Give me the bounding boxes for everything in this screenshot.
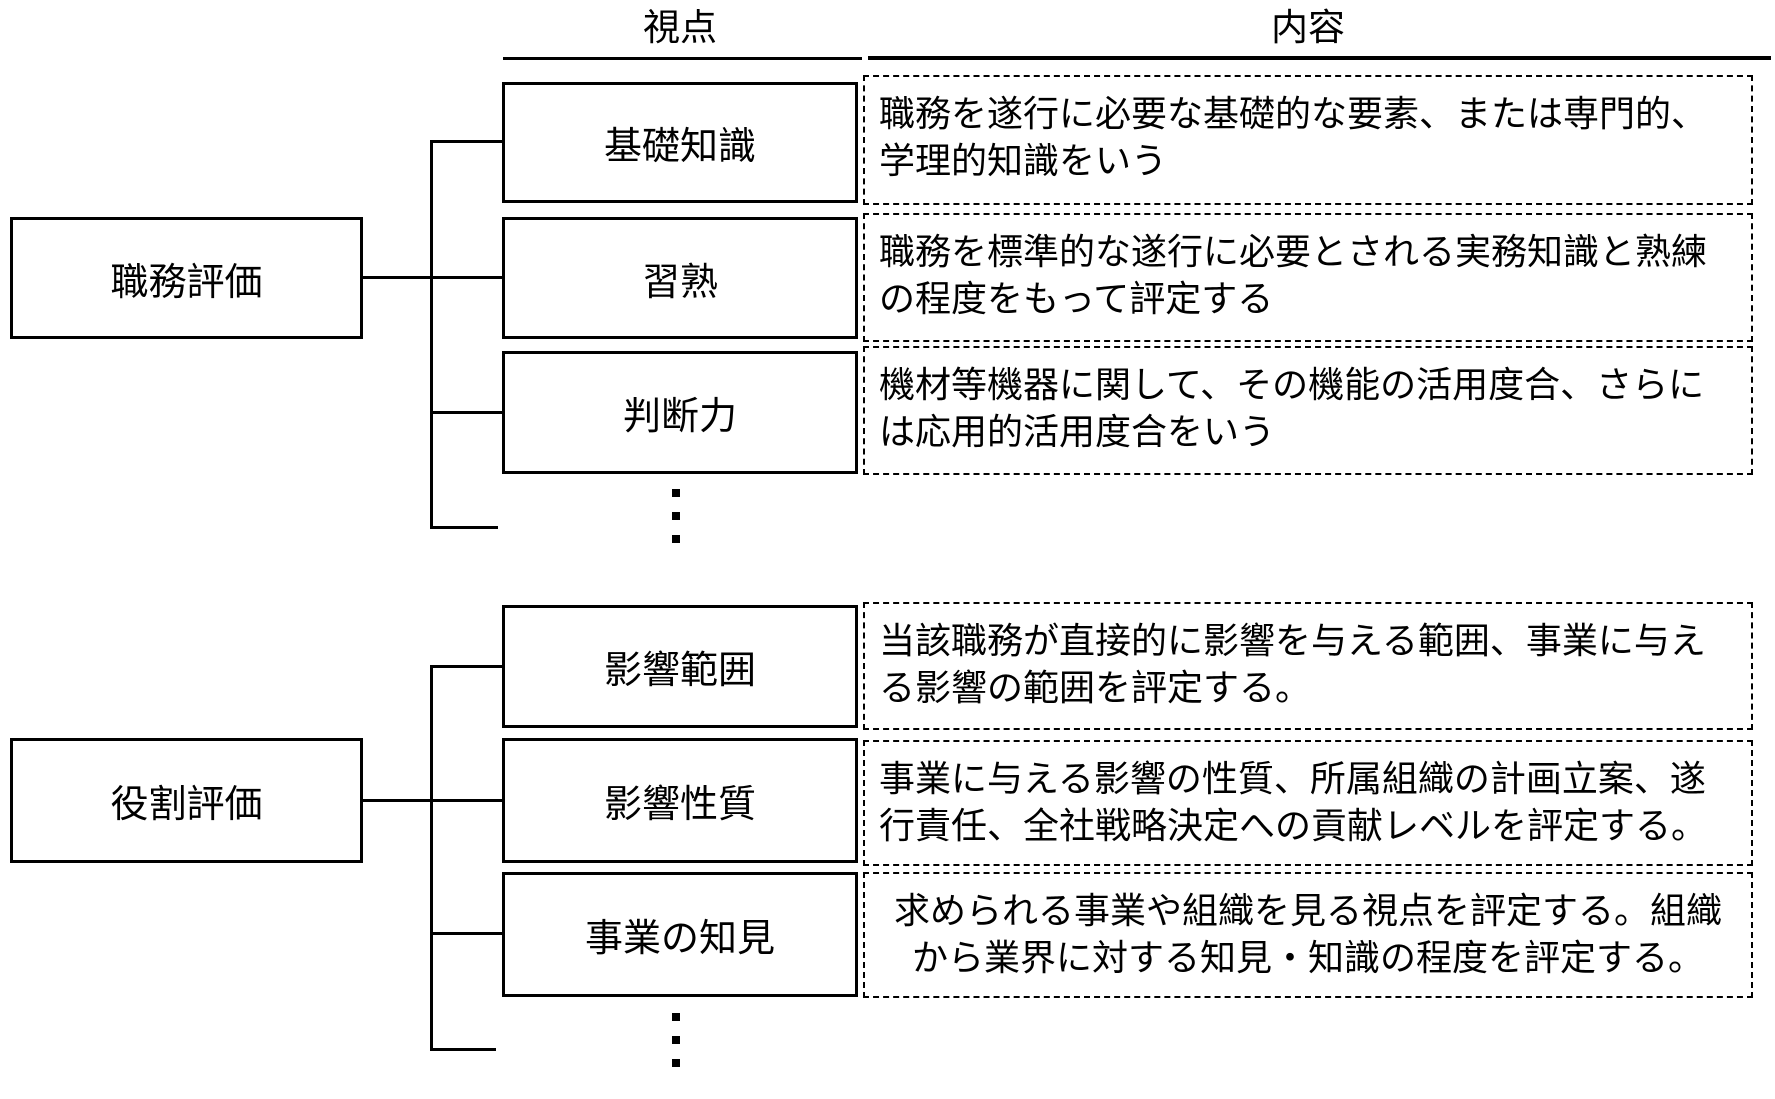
viewpoint-label: 基礎知識 [603, 126, 756, 168]
content-column-header: 内容 [1271, 7, 1345, 48]
content-box-business-insight: 求められる事業や組織を見る視点を評定する。組織 から業界に対する知見・知識の程度… [863, 872, 1753, 998]
role-evaluation-root-box: 役割評価 [10, 738, 363, 863]
viewpoint-column-header: 視点 [643, 7, 717, 48]
viewpoint-box-proficiency: 習熟 [502, 217, 858, 339]
content-box-judgment: 機材等機器に関して、その機能の活用度合、さらに は応用的活用度合をいう [863, 346, 1753, 475]
role-evaluation-label: 役割評価 [110, 784, 263, 826]
viewpoint-label: 習熟 [641, 261, 718, 304]
content-box-impact-nature: 事業に与える影響の性質、所属組織の計画立案、遂 行責任、全社戦略決定への貢献レベ… [863, 740, 1753, 866]
connector-branch-proficiency [363, 276, 502, 279]
ellipsis-dot [672, 489, 680, 497]
job-evaluation-root-box: 職務評価 [10, 217, 363, 339]
viewpoint-label: 事業の知見 [584, 918, 775, 960]
ellipsis-dot [672, 512, 680, 520]
content-box-basic-knowledge: 職務を遂行に必要な基礎的な要素、または専門的、 学理的知識をいう [863, 75, 1753, 205]
viewpoint-header-underline [503, 57, 862, 60]
connector-branch-judgment [430, 411, 502, 414]
connector-branch-ellipsis-top [430, 526, 498, 529]
viewpoint-label: 影響範囲 [603, 650, 756, 692]
ellipsis-dot [672, 535, 680, 543]
connector-branch-business-insight [430, 932, 502, 935]
connector-branch-basic-knowledge [430, 140, 502, 143]
viewpoint-label: 判断力 [622, 396, 737, 438]
viewpoint-box-impact-scope: 影響範囲 [502, 605, 858, 728]
viewpoint-box-business-insight: 事業の知見 [502, 872, 858, 997]
content-header-underline [868, 56, 1771, 60]
connector-branch-ellipsis-bottom [430, 1048, 496, 1051]
viewpoint-box-basic-knowledge: 基礎知識 [502, 82, 858, 203]
connector-branch-impact-nature [363, 799, 502, 802]
vertical-ellipsis-icon [672, 489, 680, 543]
ellipsis-dot [672, 1036, 680, 1044]
connector-trunk-bottom-section [430, 666, 433, 1051]
ellipsis-dot [672, 1059, 680, 1067]
content-box-impact-scope: 当該職務が直接的に影響を与える範囲、事業に与え る影響の範囲を評定する。 [863, 602, 1753, 730]
ellipsis-dot [672, 1013, 680, 1021]
viewpoint-box-judgment: 判断力 [502, 351, 858, 474]
connector-branch-impact-scope [430, 665, 502, 668]
viewpoint-label: 影響性質 [603, 784, 756, 826]
job-evaluation-label: 職務評価 [110, 261, 263, 304]
content-box-proficiency: 職務を標準的な遂行に必要とされる実務知識と熟練 の程度をもって評定する [863, 213, 1753, 342]
vertical-ellipsis-icon [672, 1013, 680, 1067]
connector-trunk-top-section [430, 141, 433, 529]
viewpoint-box-impact-nature: 影響性質 [502, 738, 858, 863]
